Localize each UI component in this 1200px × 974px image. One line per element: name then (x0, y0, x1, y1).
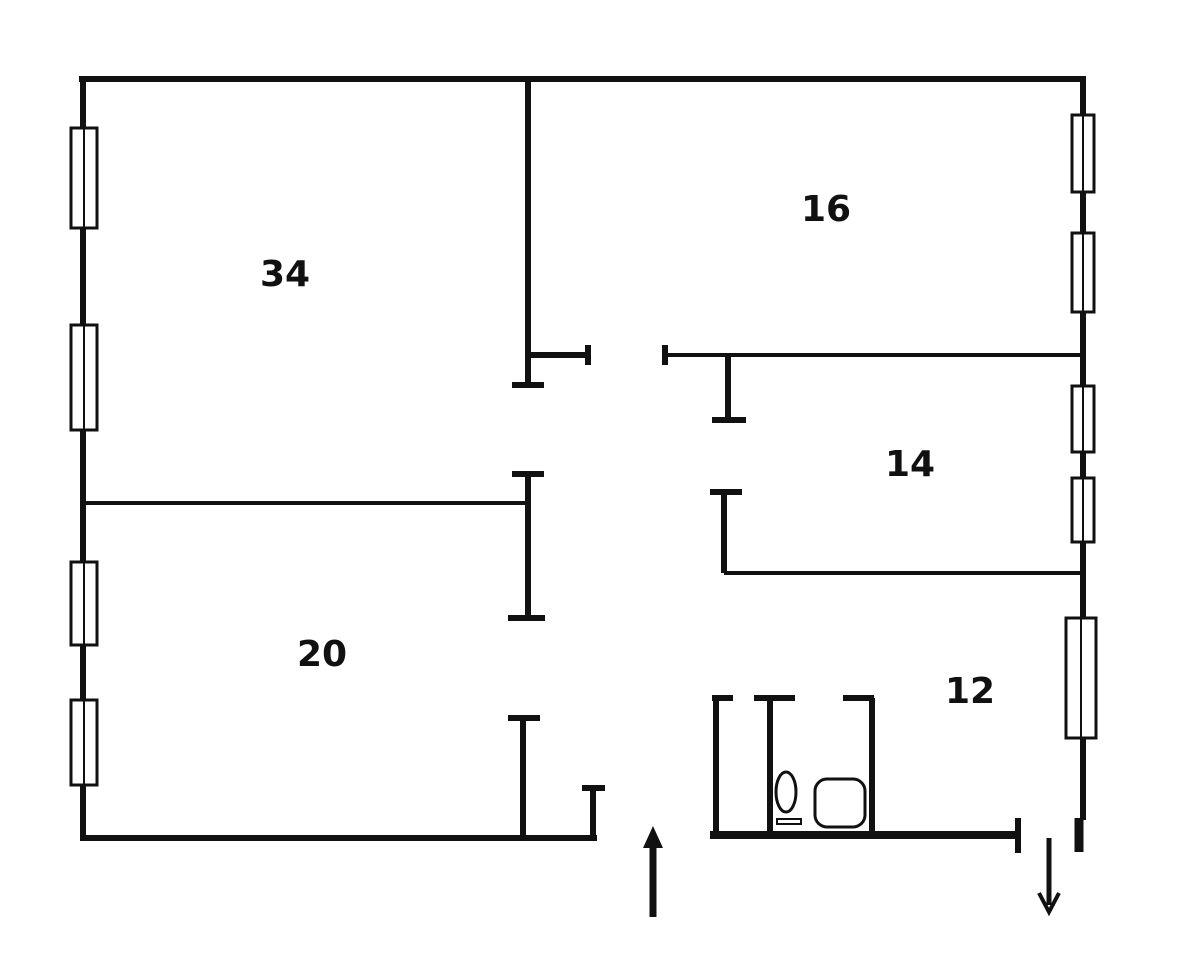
exit-arrow-icon (1037, 838, 1061, 917)
room-area-label: 14 (885, 444, 935, 485)
room-area-label: 34 (260, 254, 310, 295)
room-area-label: 20 (297, 634, 347, 675)
room-area-label: 12 (945, 671, 995, 712)
toilet-icon (774, 770, 798, 814)
entrance-arrow-icon (643, 826, 663, 917)
windows (69, 113, 1098, 787)
bathroom (712, 695, 875, 835)
room-labels: 34 16 14 20 12 (260, 189, 995, 712)
interior-walls (84, 82, 1083, 838)
room-area-label: 16 (801, 189, 851, 230)
sink-icon (813, 777, 867, 829)
